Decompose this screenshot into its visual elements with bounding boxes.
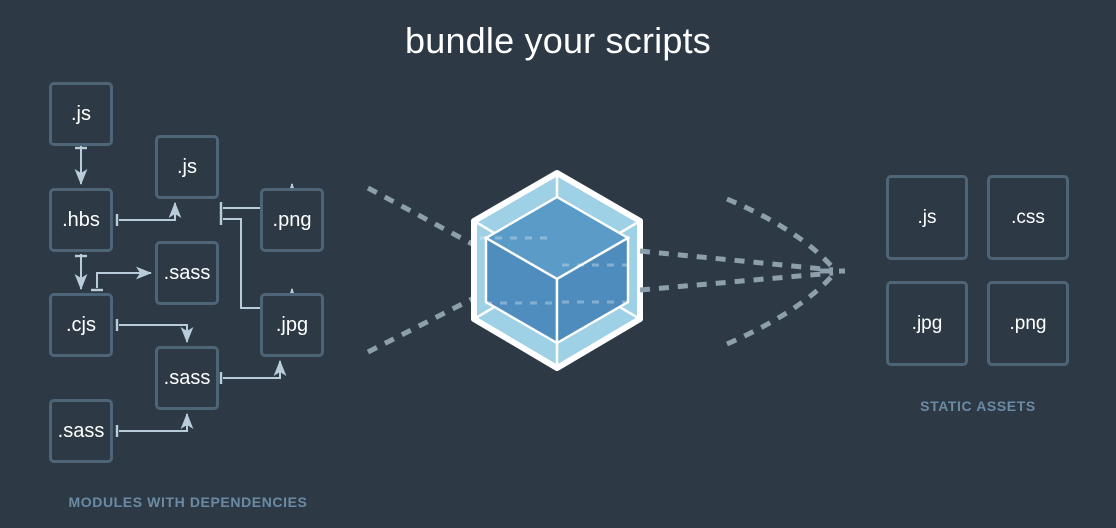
module-box[interactable]: .js: [155, 135, 219, 199]
module-box[interactable]: .sass: [155, 346, 219, 410]
connector-cjs-to-sass-low: [119, 324, 194, 343]
module-box[interactable]: .hbs: [49, 188, 113, 252]
dashed-output-arrowhead-lower: [725, 273, 835, 347]
dashed-input-arrow-bottom: [366, 293, 480, 355]
connector-sassbottom-to-sass: [119, 413, 194, 432]
cube-core-top-face: [483, 195, 631, 281]
cube-core: [483, 195, 631, 346]
cube-edge-upper-right: [556, 219, 641, 272]
assets-caption: STATIC ASSETS: [920, 398, 1036, 414]
asset-box[interactable]: .js: [886, 175, 968, 260]
module-box[interactable]: .sass: [155, 241, 219, 305]
asset-box[interactable]: .css: [987, 175, 1069, 260]
module-box[interactable]: .js: [49, 82, 113, 146]
cube-edge-lower-right: [556, 268, 641, 321]
connector-hbs-to-js: [119, 202, 182, 221]
modules-caption: MODULES WITH DEPENDENCIES: [68, 494, 308, 510]
connector-sass-to-jpg: [223, 360, 287, 379]
module-box[interactable]: .sass: [49, 399, 113, 463]
cube-outer-shell: [471, 170, 643, 371]
cube-edge-upper-left: [473, 219, 558, 272]
connector-cjs-to-sass-mid: [96, 266, 152, 288]
dashed-input-arrow-top: [366, 185, 480, 250]
dashed-output-arrowhead-upper: [726, 196, 835, 270]
dashed-output-line-upper: [639, 248, 834, 273]
cube-core-right-face: [555, 235, 630, 346]
page-title: bundle your scripts: [405, 20, 711, 61]
module-box[interactable]: .png: [260, 188, 324, 252]
asset-box[interactable]: .jpg: [886, 281, 968, 366]
module-box[interactable]: .cjs: [49, 293, 113, 357]
module-box[interactable]: .jpg: [260, 293, 324, 357]
cube-core-left-face: [484, 235, 559, 346]
cube-edge-lower-left: [473, 268, 558, 321]
asset-box[interactable]: .png: [987, 281, 1069, 366]
webpack-cube-icon: [471, 170, 643, 371]
dashed-output-line-lower: [639, 270, 834, 293]
